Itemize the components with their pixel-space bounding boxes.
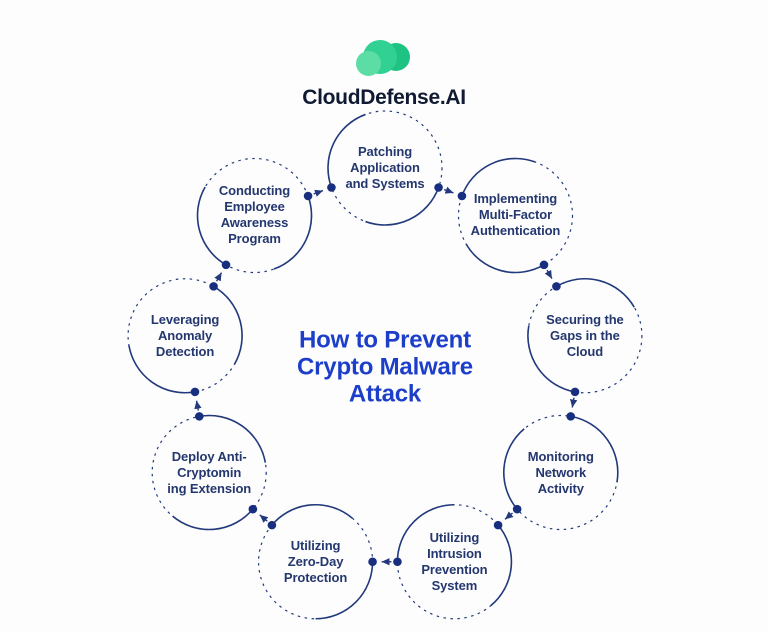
- exit-dot: [393, 557, 402, 567]
- cycle-node-1: [327, 110, 454, 226]
- title-line: How to Prevent: [299, 326, 471, 354]
- exit-dot: [539, 260, 549, 270]
- cycle-arrow: [504, 511, 514, 520]
- diagram-title: How to Prevent Crypto Malware Attack: [245, 327, 525, 408]
- entry-dot: [493, 520, 503, 530]
- exit-dot: [209, 282, 218, 291]
- exit-dot: [267, 520, 277, 530]
- logo: CloudDefense.AI: [0, 40, 768, 110]
- entry-dot: [327, 183, 336, 192]
- entry-dot: [221, 260, 231, 270]
- cycle-node-8: [127, 272, 243, 397]
- cycle-arrow: [313, 189, 324, 197]
- cycle-arrow: [214, 272, 223, 282]
- logo-wordmark: CloudDefense.AI: [302, 86, 466, 109]
- cycle-arrow: [259, 514, 269, 523]
- cycle-arrow: [194, 400, 202, 411]
- entry-dot: [190, 387, 200, 397]
- title-line: Crypto Malware: [297, 353, 473, 381]
- cloud-icon: [356, 40, 412, 78]
- cycle-node-3: [527, 277, 643, 408]
- entry-dot: [552, 282, 561, 291]
- entry-dot: [248, 504, 258, 514]
- exit-dot: [512, 504, 522, 514]
- entry-dot: [566, 412, 576, 421]
- cycle-node-4: [503, 412, 619, 531]
- exit-dot: [434, 183, 443, 192]
- cycle-node-7: [151, 400, 267, 531]
- entry-dot: [457, 191, 467, 201]
- cycle-node-9: [196, 157, 324, 274]
- cycle-arrow: [544, 269, 553, 279]
- exit-dot: [194, 412, 204, 421]
- cycle-arrow: [570, 397, 578, 408]
- cycle-node-2: [457, 157, 574, 279]
- entry-dot: [368, 557, 377, 567]
- exit-dot: [570, 387, 580, 397]
- cycle-node-5: [381, 503, 513, 620]
- cycle-arrow: [443, 186, 454, 194]
- cloud-icon-light-circle: [356, 51, 381, 76]
- cycle-node-6: [257, 503, 377, 620]
- exit-dot: [303, 191, 313, 201]
- title-line: Attack: [348, 380, 422, 408]
